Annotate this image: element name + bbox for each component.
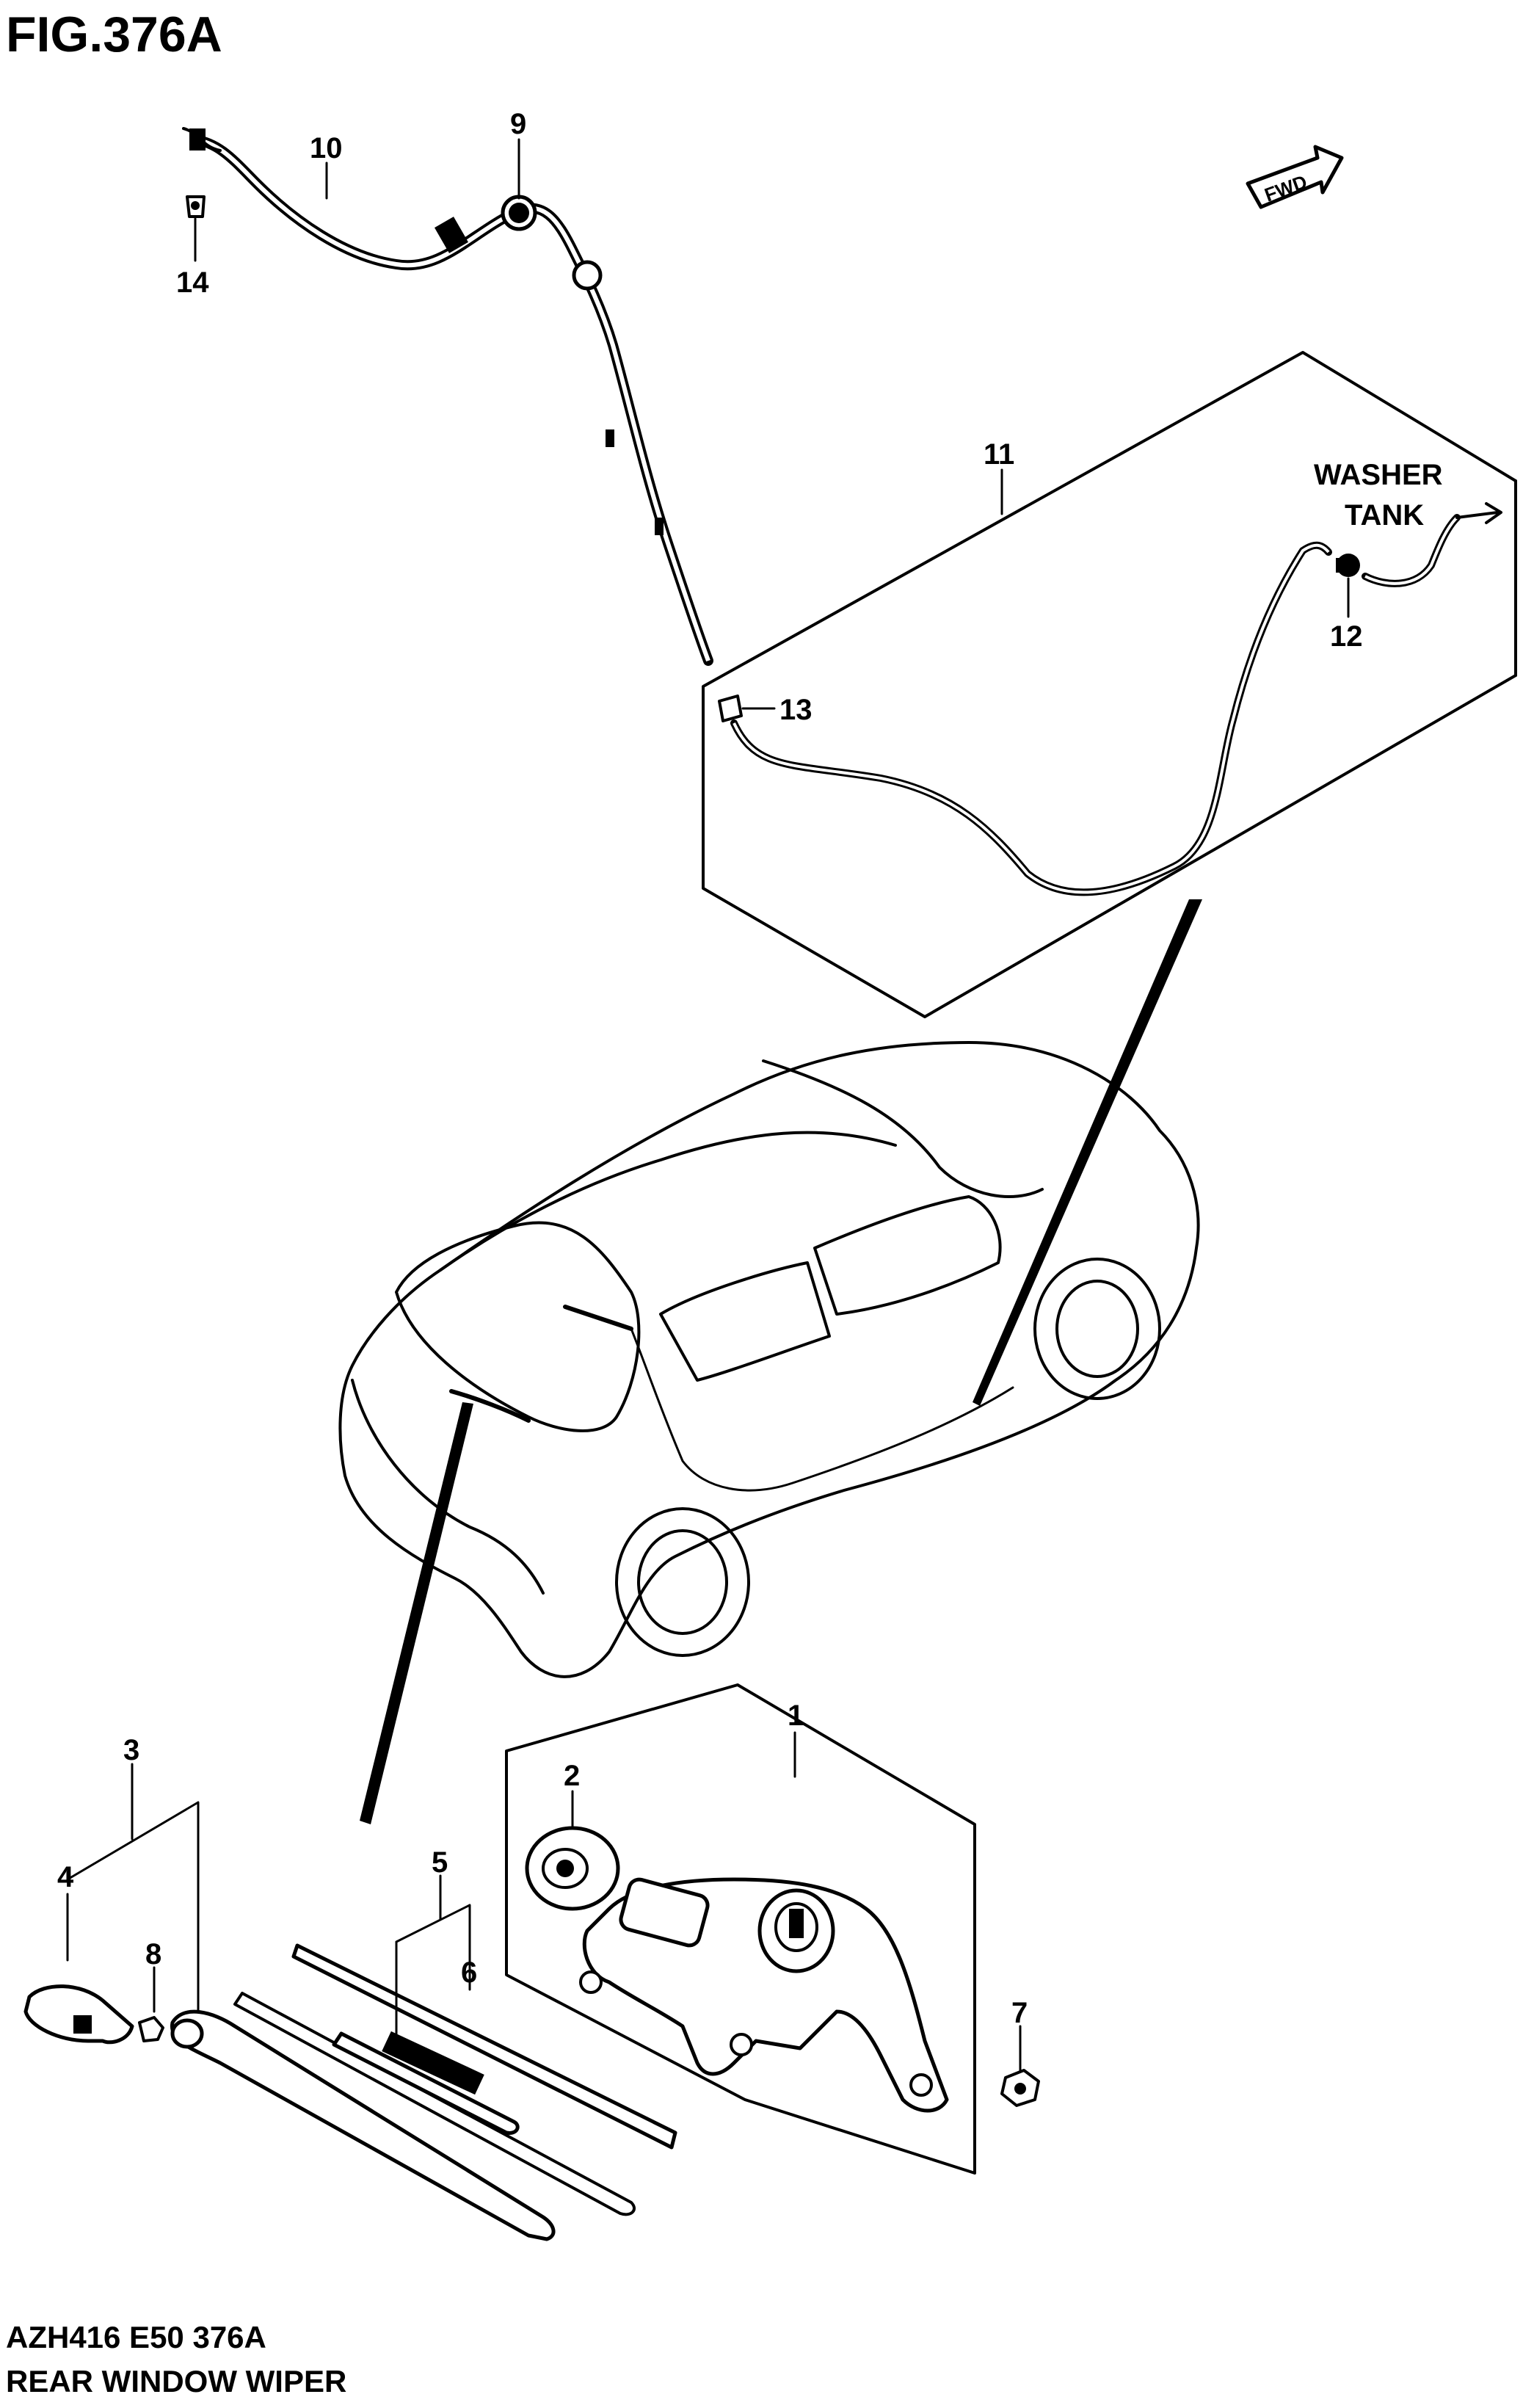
callout-1: 1: [788, 1700, 804, 1732]
callout-8: 8: [145, 1938, 161, 1970]
callout-13: 13: [779, 694, 813, 726]
callout-3: 3: [123, 1734, 139, 1766]
footer-name: REAR WINDOW WIPER: [6, 2364, 346, 2398]
wiper-arm-3-icon: [170, 1992, 636, 2241]
connector-13-icon: [718, 695, 743, 722]
washer-tank-label-line1: WASHER: [1314, 459, 1443, 491]
connector-12-icon: [1336, 554, 1360, 577]
cap-4-icon: [23, 1984, 134, 2045]
callout-14: 14: [176, 266, 209, 299]
callout-9: 9: [510, 108, 526, 140]
nut-7-icon: [1000, 2069, 1040, 2107]
fwd-arrow-icon: FWD: [1246, 145, 1344, 209]
callout-11: 11: [984, 438, 1014, 471]
figure-title: FIG.376A: [6, 7, 222, 62]
wiper-blade-5-icon: [291, 1943, 677, 2150]
footer-code: AZH416 E50 376A: [6, 2320, 266, 2354]
callout-12: 12: [1330, 620, 1363, 653]
washer-tank-label-line2: TANK: [1345, 499, 1424, 532]
callout-4: 4: [57, 1861, 74, 1893]
callout-2: 2: [564, 1760, 580, 1792]
hose-11-panel: [702, 351, 1517, 1018]
callout-6: 6: [461, 1956, 477, 1989]
clip-14-icon: [186, 195, 206, 218]
vehicle-outline: [338, 1041, 1200, 1824]
rear-washer-hose-upper: [182, 127, 713, 666]
callout-10: 10: [310, 132, 343, 164]
callout-5: 5: [432, 1846, 448, 1879]
grommet-2-icon: [525, 1826, 620, 1911]
motor-1-panel: [505, 1683, 976, 2175]
callout-7: 7: [1011, 1997, 1028, 2029]
wiper-motor-icon: [579, 1877, 949, 2113]
nut-8-icon: [138, 2016, 164, 2042]
